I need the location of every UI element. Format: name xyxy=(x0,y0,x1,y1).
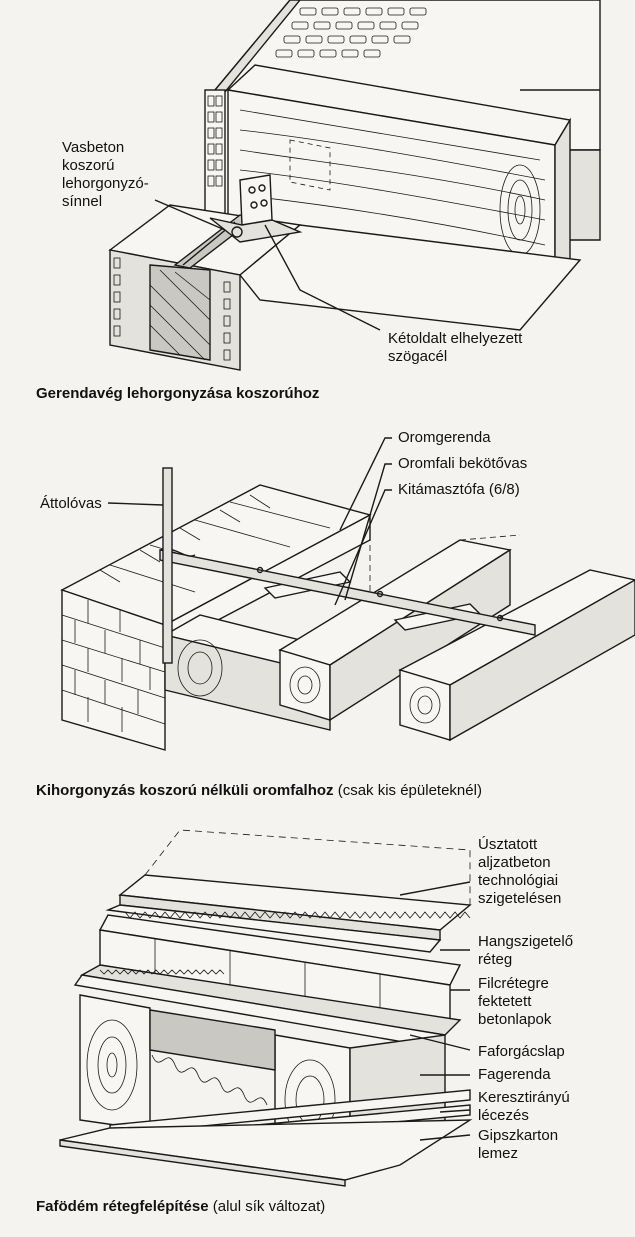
brick-gable-wall xyxy=(60,484,372,751)
through-rod xyxy=(162,467,173,664)
beam-anchoring-drawing xyxy=(108,0,601,371)
caption-panel3: Fafödém rétegfelépítése (alul sík változ… xyxy=(36,1198,326,1215)
gable-anchoring-drawing xyxy=(60,437,635,751)
brick-column xyxy=(204,89,226,231)
label-kitamaszto: Kitámasztófa (6/8) xyxy=(398,481,520,498)
label-hang-line1: Hangszigetelő xyxy=(478,933,574,950)
label-rail-line2: koszorú xyxy=(62,157,115,174)
caption-panel2: Kihorgonyzás koszorú nélküli oromfalhoz … xyxy=(36,782,482,799)
panel-beam-anchoring: Vasbeton koszorú lehorgonyzó- sínnel Két… xyxy=(0,0,635,420)
label-aljzat-line3: technológiai xyxy=(478,872,559,889)
label-filc-line2: fektetett xyxy=(478,993,532,1010)
panel-gable-anchoring: Oromgerenda Oromfali bekötővas Kitámaszt… xyxy=(0,420,635,810)
label-fagerenda: Fagerenda xyxy=(478,1066,551,1083)
label-aljzat-line4: szigetelésen xyxy=(478,890,562,907)
leader-lines-panel1 xyxy=(154,199,381,331)
insulation-cavity xyxy=(149,1009,276,1106)
label-gipsz-line1: Gipszkarton xyxy=(478,1127,559,1144)
floor-layers-drawing xyxy=(59,829,473,1187)
ring-beam xyxy=(108,204,582,371)
label-kereszt-line2: lécezés xyxy=(478,1107,529,1124)
plasterboard xyxy=(59,1119,473,1187)
label-angle-line1: Kétoldalt elhelyezett xyxy=(388,330,523,347)
label-rail-line4: sínnel xyxy=(62,193,103,210)
label-filc-line1: Filcrétegre xyxy=(478,975,549,992)
label-gipsz-line2: lemez xyxy=(478,1145,519,1162)
label-aljzat-line2: aljzatbeton xyxy=(478,854,551,871)
label-rail-line3: lehorgonyzó- xyxy=(62,175,149,192)
label-faforgacs: Faforgácslap xyxy=(478,1043,565,1060)
panel-floor-layers: Úsztatott aljzatbeton technológiai szige… xyxy=(0,820,635,1237)
label-rail-line1: Vasbeton xyxy=(62,139,125,156)
steel-angle xyxy=(209,174,303,243)
caption-panel1: Gerendavég lehorgonyzása koszorúhoz xyxy=(36,385,320,402)
label-aljzat-line1: Úsztatott xyxy=(478,836,538,853)
label-angle-line2: szögacél xyxy=(388,348,448,365)
label-bekotovas: Oromfali bekötővas xyxy=(398,455,528,472)
label-attolovas: Áttolóvas xyxy=(40,495,102,512)
label-kereszt-line1: Keresztirányú xyxy=(478,1089,570,1106)
label-filc-line3: betonlapok xyxy=(478,1011,552,1028)
sound-insulation-layer xyxy=(105,904,471,953)
label-oromgerenda: Oromgerenda xyxy=(398,429,491,446)
leader-lines-panel2 xyxy=(107,437,392,606)
concrete-slabs xyxy=(98,914,462,1021)
leader-lines-panel3 xyxy=(399,881,471,1141)
wooden-beam-left xyxy=(79,994,151,1131)
label-hang-line2: réteg xyxy=(478,951,513,968)
